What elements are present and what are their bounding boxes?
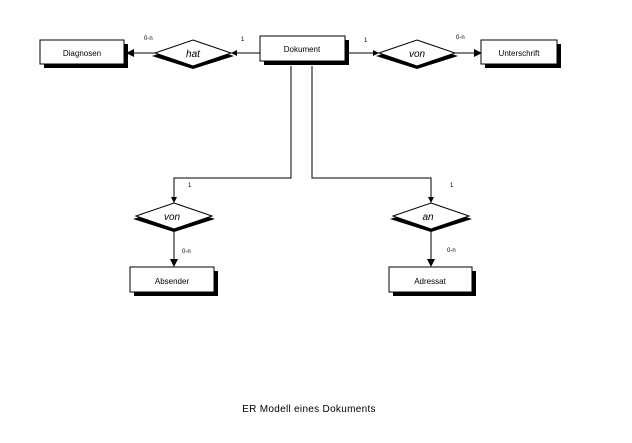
diagram-caption: ER Modell eines Dokuments [242, 404, 376, 415]
relationship-von-right: von [376, 39, 458, 69]
entity-adressat-label: Adressat [414, 277, 446, 286]
relationship-von-bottom: von [133, 202, 215, 232]
entity-absender: Absender [129, 266, 218, 296]
cardinality-labels: 0-n 1 1 0-n 1 0-n 1 0-n [144, 35, 465, 255]
cardinality-an-dokument: 1 [450, 183, 454, 189]
cardinality-von-bottom-dokument: 1 [188, 183, 192, 189]
connector-lines [126, 49, 482, 267]
arrowhead-into-von-right [373, 50, 379, 56]
entity-unterschrift: Unterschrift [480, 39, 561, 68]
diamond-arrowheads [171, 50, 434, 203]
relationship-hat-label: hat [186, 49, 201, 60]
entity-unterschrift-label: Unterschrift [499, 49, 541, 58]
cardinality-hat-dokument: 1 [241, 37, 245, 43]
entity-dokument: Dokument [259, 35, 349, 65]
relationship-von-right-label: von [409, 49, 426, 60]
cardinality-von-dokument: 1 [364, 38, 368, 44]
entity-absender-label: Absender [155, 277, 190, 286]
cardinality-an-adressat: 0-n [447, 248, 456, 254]
cardinality-von-bottom-absender: 0-n [182, 249, 191, 255]
entity-dokument-label: Dokument [284, 45, 321, 54]
cardinality-hat-diagnosen: 0-n [144, 36, 153, 42]
arrowhead-into-von-bottom [171, 197, 177, 203]
arrowhead-into-an [428, 197, 434, 203]
line-dokument-an [311, 66, 432, 203]
entity-adressat: Adressat [388, 266, 476, 296]
line-dokument-von-bottom [173, 66, 292, 203]
relationship-an: an [390, 202, 472, 232]
relationship-an-label: an [422, 212, 434, 223]
relationship-hat: hat [152, 39, 234, 69]
arrowhead-into-hat [231, 50, 237, 56]
entity-diagnosen: Diagnosen [39, 39, 128, 68]
entity-diagnosen-label: Diagnosen [63, 49, 101, 58]
cardinality-von-unterschrift: 0-n [456, 35, 465, 41]
relationship-von-bottom-label: von [164, 212, 181, 223]
